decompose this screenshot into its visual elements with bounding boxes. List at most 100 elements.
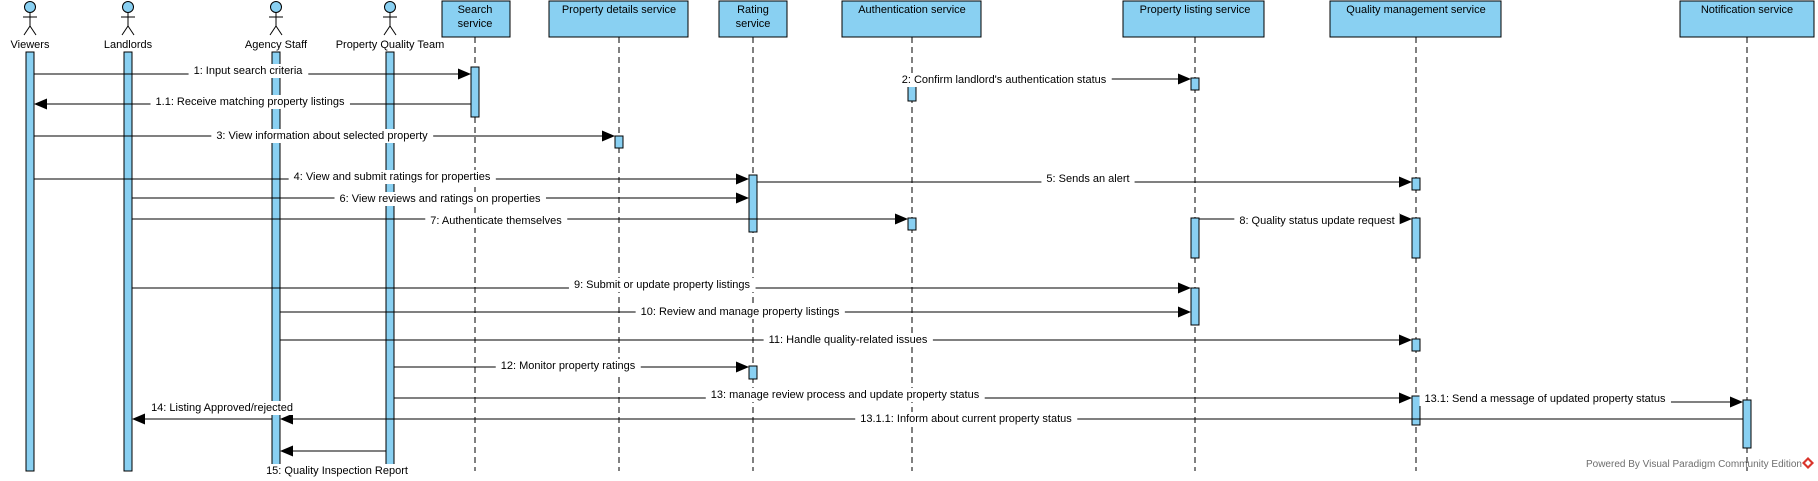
service-name-line: Authentication service — [858, 4, 966, 16]
message-3: 3: View information about selected prope… — [34, 129, 615, 143]
message-label: 12: Monitor property ratings — [501, 360, 636, 372]
activation-bar — [907, 217, 917, 231]
message-11: 11: Handle quality-related issues — [280, 333, 1412, 347]
message-13: 13: manage review process and update pro… — [394, 388, 1412, 404]
message-label: 10: Review and manage property listings — [641, 306, 840, 318]
message-4: 4: View and submit ratings for propertie… — [34, 170, 749, 185]
message-label: 3: View information about selected prope… — [216, 130, 428, 142]
message-label: 8: Quality status update request — [1239, 215, 1394, 227]
service-notification-service: Notification service — [1679, 0, 1815, 38]
message-arrowhead-icon — [280, 445, 293, 457]
message-label: 15: Quality Inspection Report — [266, 465, 408, 477]
actor-stick-figure-icon — [269, 1, 283, 36]
message-arrowhead-icon — [34, 98, 47, 110]
message-label-background — [855, 412, 1078, 426]
actor-name: Property Quality Team — [336, 39, 445, 51]
message-label: 13.1: Send a message of updated property… — [1425, 393, 1666, 405]
message-label: 5: Sends an alert — [1046, 173, 1129, 185]
message-arrowhead-icon — [1399, 213, 1412, 225]
actor-stick-figure-icon — [383, 1, 397, 36]
message-15: 15: Quality Inspection Report — [261, 445, 413, 478]
actor-name: Landlords — [104, 39, 153, 51]
message-arrowhead-icon — [895, 213, 908, 225]
message-6: 6: View reviews and ratings on propertie… — [132, 192, 749, 206]
message-1: 1: Input search criteria — [34, 64, 471, 80]
message-arrowhead-icon — [1178, 306, 1191, 318]
service-name-line: Property details service — [562, 4, 676, 16]
service-box — [841, 0, 982, 38]
message-13-1: 13.1: Send a message of updated property… — [1419, 392, 1743, 408]
message-label: 6: View reviews and ratings on propertie… — [340, 193, 541, 205]
message-arrowhead-icon — [1178, 73, 1191, 85]
message-12: 12: Monitor property ratings — [394, 359, 749, 373]
activation-bar — [1742, 399, 1752, 449]
message-label-background — [334, 192, 546, 206]
service-rating-service: Rating service — [718, 0, 788, 38]
service-authentication-service: Authentication service — [841, 0, 982, 38]
message-label-background — [288, 170, 496, 184]
message-13-1-1: 13.1.1: Inform about current property st… — [280, 412, 1743, 426]
messages: 1: Input search criteria 1.1: Receive mat… — [34, 64, 1743, 478]
message-label-background — [763, 333, 933, 347]
actor-lifeline-bar — [123, 51, 133, 472]
activation-bar — [470, 66, 480, 118]
service-name-line: Rating — [737, 4, 769, 16]
service-name-line: service — [736, 18, 771, 30]
message-label: 14: Listing Approved/rejected — [151, 402, 293, 414]
actor-landlords: Landlords — [104, 1, 153, 51]
message-9: 9: Submit or update property listings — [132, 278, 1191, 294]
message-7: 7: Authenticate themselves — [132, 213, 908, 228]
message-label-background — [425, 214, 568, 228]
message-label: 1.1: Receive matching property listings — [156, 96, 345, 108]
activation-bar — [1190, 217, 1200, 259]
message-label-background — [146, 401, 298, 415]
service-box — [1329, 0, 1502, 38]
message-arrowhead-icon — [1399, 392, 1412, 404]
message-label-background — [896, 73, 1112, 87]
actor-agency-staff: Agency Staff — [245, 1, 308, 51]
message-label-background — [705, 388, 985, 402]
message-arrowhead-icon — [736, 173, 749, 185]
service-property-details-service: Property details service — [548, 0, 689, 38]
message-label-background — [211, 129, 434, 143]
message-label: 7: Authenticate themselves — [430, 215, 562, 227]
actor-stick-figure-icon — [121, 1, 135, 36]
message-8: 8: Quality status update request — [1199, 213, 1412, 228]
service-box — [1122, 0, 1265, 38]
service-box — [1679, 0, 1815, 38]
message-arrowhead-icon — [1178, 282, 1191, 294]
visual-paradigm-logo-icon — [1802, 457, 1814, 469]
actor-name: Agency Staff — [245, 39, 308, 51]
message-2: 2: Confirm landlord's authentication sta… — [896, 73, 1191, 87]
message-label-background — [568, 278, 756, 292]
message-arrowhead-icon — [736, 361, 749, 373]
activation-bar — [1411, 217, 1421, 259]
message-label: 13.1.1: Inform about current property st… — [860, 413, 1072, 425]
message-label: 9: Submit or update property listings — [574, 279, 751, 291]
service-name-line: Notification service — [1701, 4, 1793, 16]
activation-bar — [1190, 77, 1200, 91]
service-name-line: Search — [458, 4, 493, 16]
message-label-background — [261, 464, 413, 478]
message-label: 1: Input search criteria — [194, 65, 304, 77]
actor-property-quality-team: Property Quality Team — [336, 1, 445, 51]
actor-viewers: Viewers — [11, 1, 50, 51]
activation-bar — [1411, 395, 1421, 426]
message-10: 10: Review and manage property listings — [280, 305, 1191, 319]
activation-bar — [748, 174, 758, 233]
activation-bar — [1411, 177, 1421, 191]
message-arrowhead-icon — [736, 192, 749, 204]
service-box — [548, 0, 689, 38]
message-arrowhead-icon — [132, 413, 145, 425]
activation-bar — [1411, 338, 1421, 352]
activation-bar — [748, 365, 758, 380]
activation-bar — [1190, 287, 1200, 326]
message-label-background — [150, 95, 350, 109]
service-property-listing-service: Property listing service — [1122, 0, 1265, 38]
service-box — [718, 0, 788, 38]
actor-stick-figure-icon — [23, 1, 37, 36]
message-label: 2: Confirm landlord's authentication sta… — [902, 74, 1107, 86]
message-label: 13: manage review process and update pro… — [711, 389, 980, 401]
service-quality-management-service: Quality management service — [1329, 0, 1502, 38]
